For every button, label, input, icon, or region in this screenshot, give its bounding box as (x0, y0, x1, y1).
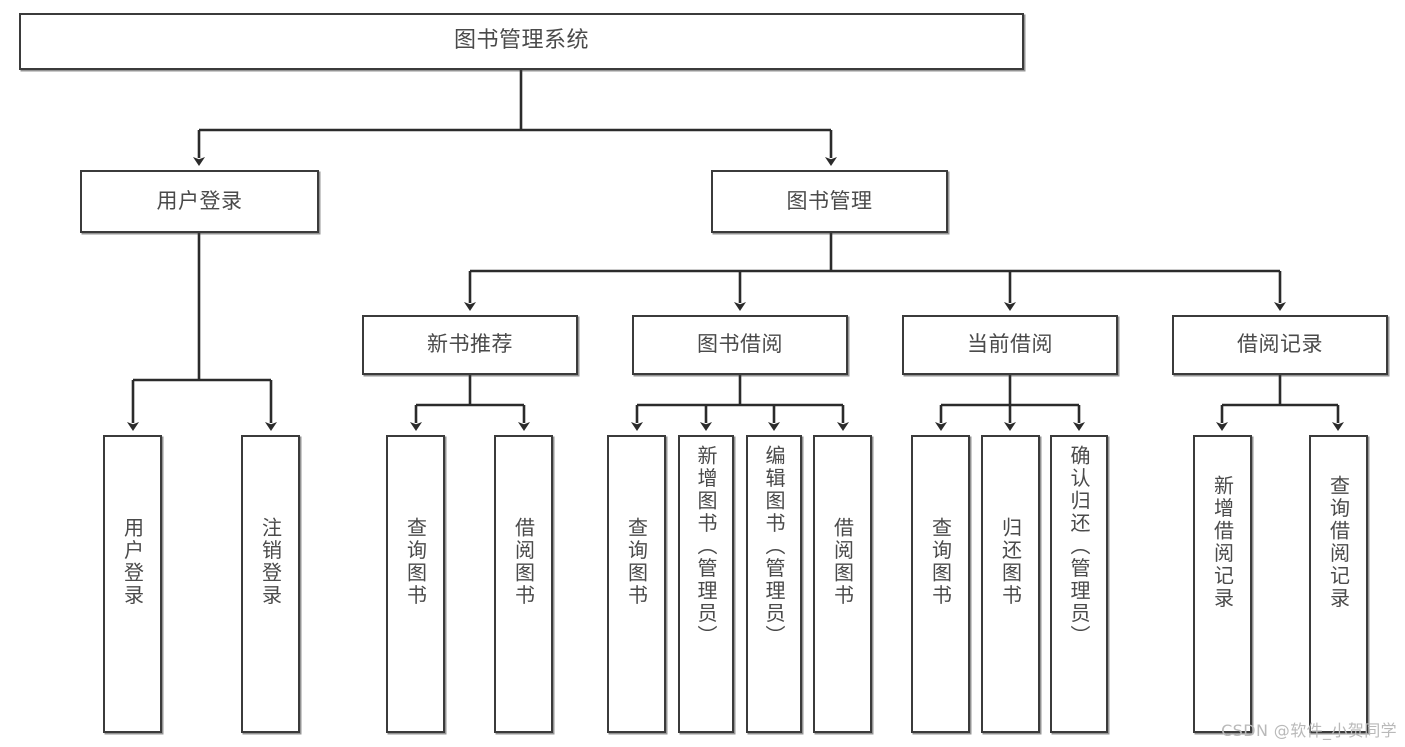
node-leaf-query-book-2[interactable]: 查询图书 (607, 435, 666, 733)
node-leaf-user-login[interactable]: 用户登录 (103, 435, 162, 733)
node-leaf-confirm-return[interactable]: 确认归还（管理员） (1050, 435, 1108, 733)
node-leaf-return-book-label: 归还图书 (998, 517, 1023, 607)
node-current-borrow-label: 当前借阅 (967, 332, 1053, 357)
node-leaf-add-book-label: 新增图书（管理员） (694, 445, 718, 648)
node-book-borrow[interactable]: 图书借阅 (632, 315, 848, 375)
node-user-login-label: 用户登录 (156, 188, 243, 213)
node-leaf-logout-login[interactable]: 注销登录 (241, 435, 300, 733)
node-leaf-add-book[interactable]: 新增图书（管理员） (678, 435, 734, 733)
node-borrow-record-label: 借阅记录 (1237, 332, 1323, 357)
node-root[interactable]: 图书管理系统 (19, 13, 1024, 70)
node-leaf-borrow-book-2[interactable]: 借阅图书 (813, 435, 872, 733)
node-leaf-query-book-3[interactable]: 查询图书 (911, 435, 970, 733)
node-leaf-query-record-label: 查询借阅记录 (1326, 475, 1351, 610)
node-book-management[interactable]: 图书管理 (711, 170, 948, 233)
node-leaf-edit-book[interactable]: 编辑图书（管理员） (746, 435, 802, 733)
node-leaf-query-record[interactable]: 查询借阅记录 (1309, 435, 1368, 733)
node-book-borrow-label: 图书借阅 (697, 332, 783, 357)
node-leaf-confirm-return-label: 确认归还（管理员） (1067, 445, 1091, 648)
node-leaf-add-record-label: 新增借阅记录 (1210, 475, 1235, 610)
node-leaf-logout-login-label: 注销登录 (258, 517, 283, 607)
node-borrow-record[interactable]: 借阅记录 (1172, 315, 1388, 375)
node-leaf-query-book-1[interactable]: 查询图书 (386, 435, 445, 733)
node-leaf-query-book-2-label: 查询图书 (624, 517, 649, 607)
node-new-book-recommend-label: 新书推荐 (427, 332, 513, 357)
node-leaf-user-login-label: 用户登录 (120, 517, 145, 607)
node-leaf-return-book[interactable]: 归还图书 (981, 435, 1040, 733)
node-current-borrow[interactable]: 当前借阅 (902, 315, 1118, 375)
node-leaf-query-book-3-label: 查询图书 (928, 517, 953, 607)
node-leaf-borrow-book-1-label: 借阅图书 (511, 517, 536, 607)
node-root-label: 图书管理系统 (453, 28, 589, 54)
node-new-book-recommend[interactable]: 新书推荐 (362, 315, 578, 375)
node-leaf-edit-book-label: 编辑图书（管理员） (762, 445, 786, 648)
node-book-management-label: 图书管理 (786, 188, 873, 213)
node-leaf-add-record[interactable]: 新增借阅记录 (1193, 435, 1252, 733)
node-leaf-query-book-1-label: 查询图书 (403, 517, 428, 607)
node-user-login[interactable]: 用户登录 (80, 170, 319, 233)
node-leaf-borrow-book-1[interactable]: 借阅图书 (494, 435, 553, 733)
watermark: CSDN @软件_小贺同学 (1221, 721, 1397, 740)
node-leaf-borrow-book-2-label: 借阅图书 (830, 517, 855, 607)
